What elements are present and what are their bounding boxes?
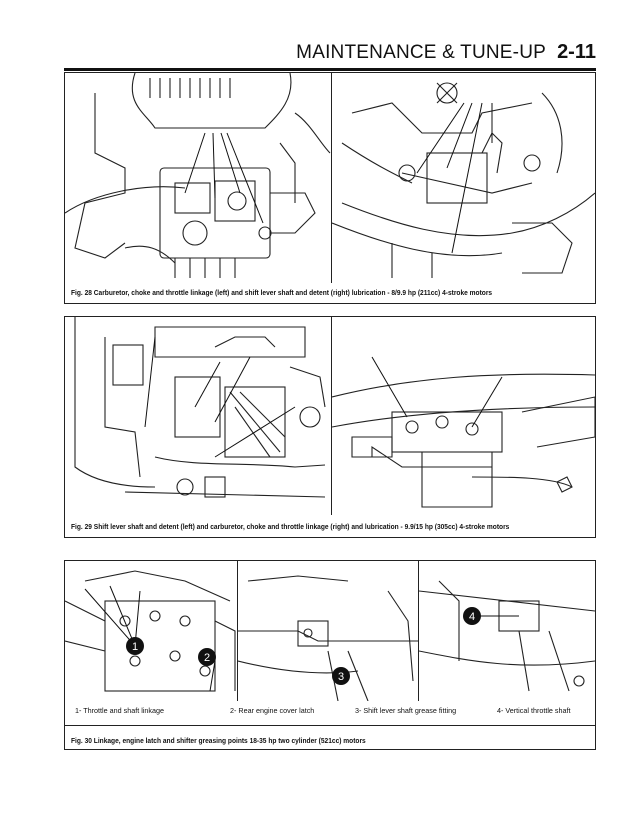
- callout-1: 1: [132, 641, 138, 653]
- fig30-middle-illustration: 3: [238, 561, 418, 701]
- figure-28: Fig. 28 Carburetor, choke and throttle l…: [64, 72, 596, 304]
- page-number: 2-11: [557, 41, 596, 63]
- fig30-caption-rule: [65, 725, 595, 726]
- fig30-divider-2: [418, 561, 419, 701]
- callout-3: 3: [338, 671, 344, 683]
- fig29-left-illustration: [65, 317, 331, 515]
- fig28-caption: Fig. 28 Carburetor, choke and throttle l…: [71, 288, 493, 297]
- legend-item-2: 2- Rear engine cover latch: [230, 706, 315, 715]
- legend-item-4: 4- Vertical throttle shaft: [497, 706, 571, 715]
- callout-legend: 1- Throttle and shaft linkage 2- Rear en…: [65, 706, 597, 720]
- figure-30: 1 2 3: [64, 560, 596, 750]
- legend-item-1: 1- Throttle and shaft linkage: [75, 706, 164, 715]
- legend-item-3: 3- Shift lever shaft grease fitting: [355, 706, 457, 715]
- fig28-divider: [331, 73, 332, 283]
- fig30-divider-1: [237, 561, 238, 701]
- header-rule: [64, 68, 596, 71]
- figure-29: Fig. 29 Shift lever shaft and detent (le…: [64, 316, 596, 538]
- fig30-caption: Fig. 30 Linkage, engine latch and shifte…: [71, 736, 366, 745]
- fig29-right-illustration: [332, 317, 595, 515]
- fig29-divider: [331, 317, 332, 515]
- callout-2: 2: [204, 652, 210, 664]
- fig30-right-illustration: 4: [419, 561, 595, 701]
- fig29-caption: Fig. 29 Shift lever shaft and detent (le…: [71, 522, 510, 531]
- callout-4: 4: [469, 611, 475, 623]
- section-title: MAINTENANCE & TUNE-UP: [296, 42, 546, 63]
- fig30-left-illustration: 1 2: [65, 561, 237, 701]
- fig28-right-illustration: [332, 73, 595, 283]
- fig28-left-illustration: [65, 73, 331, 283]
